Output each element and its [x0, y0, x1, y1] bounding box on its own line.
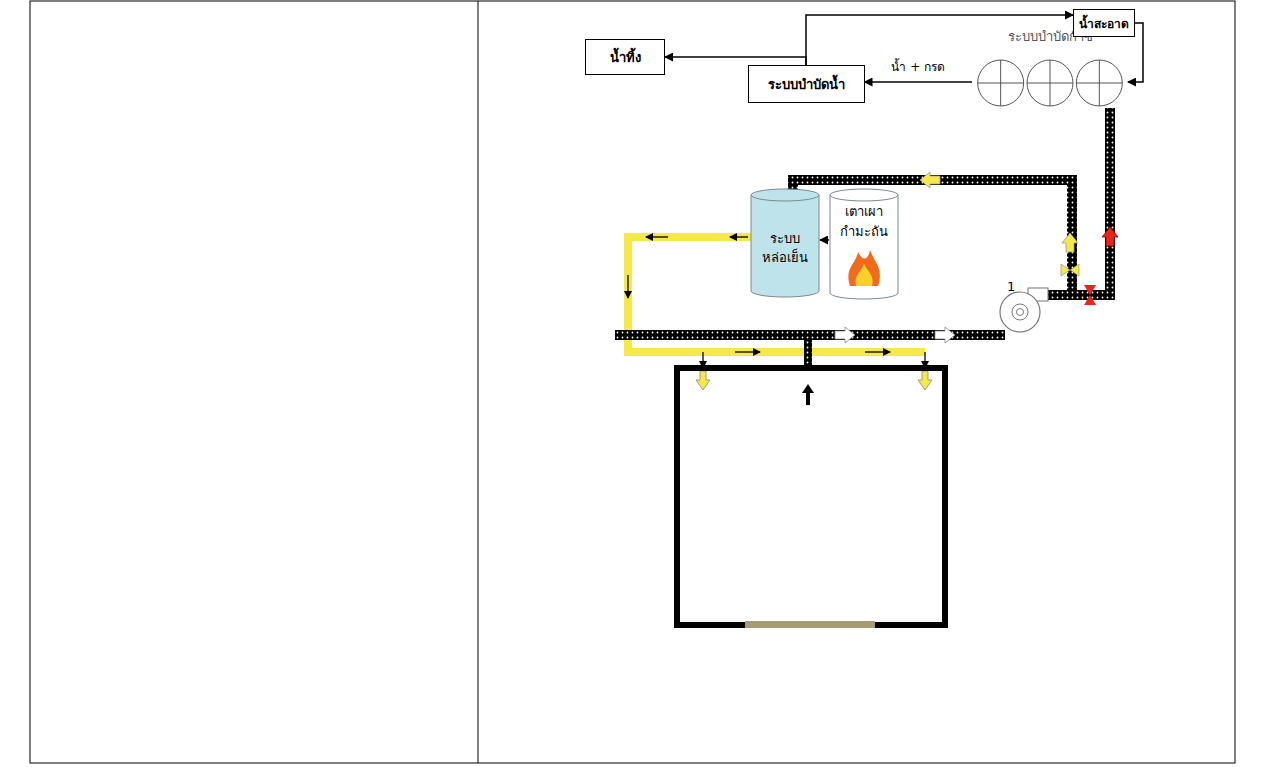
- flow-block-arrow: [918, 371, 932, 390]
- edge-label: น้ำ + กรด: [889, 57, 947, 76]
- flow-block-arrow: [1102, 227, 1118, 246]
- node-text: ระบบบำบัดน้ำ: [768, 74, 845, 95]
- flow-connector: [865, 81, 973, 83]
- flow-block-arrow: [935, 327, 955, 343]
- flow-block-arrow: [696, 371, 710, 390]
- flow-arrow: [735, 351, 760, 352]
- flow-arrow: [627, 275, 628, 298]
- room-stub-pipe: [804, 340, 812, 366]
- room-door: [745, 621, 875, 628]
- flow-arrow: [730, 236, 748, 237]
- flow-arrow: [646, 236, 668, 237]
- gas-scrubber: ระบบบำบัดก๊าซ: [972, 26, 1128, 108]
- valve: [1061, 264, 1079, 276]
- table-frame: [30, 1, 1235, 763]
- callout-number: 1: [1007, 279, 1015, 294]
- flow-connector: [665, 57, 806, 65]
- flow-block-arrow: [802, 384, 814, 405]
- flow-arrow: [865, 351, 890, 352]
- table-divider: [478, 1, 479, 763]
- node-text: ระบบ หล่อเย็น: [756, 229, 814, 268]
- node-text: น้ำทิ้ง: [610, 47, 641, 68]
- blower: [1000, 288, 1048, 332]
- output-box: น้ำทิ้ง: [585, 39, 665, 75]
- furnace-tank: เตาเผา กำมะถัน: [829, 188, 899, 300]
- flow-block-arrow: [1062, 233, 1078, 252]
- process-box: ระบบบำบัดน้ำ: [748, 65, 865, 103]
- flow-connector: [820, 239, 829, 241]
- cooling-tank: ระบบ หล่อเย็น: [750, 188, 820, 298]
- input-box: น้ำสะอาด: [1073, 9, 1135, 37]
- flow-block-arrow: [835, 327, 855, 343]
- node-text: เตาเผา กำมะถัน: [835, 202, 893, 241]
- node-text: น้ำสะอาด: [1079, 14, 1129, 33]
- valve: [1084, 285, 1096, 305]
- room-outline: [677, 368, 945, 625]
- flow-block-arrow: [920, 172, 940, 188]
